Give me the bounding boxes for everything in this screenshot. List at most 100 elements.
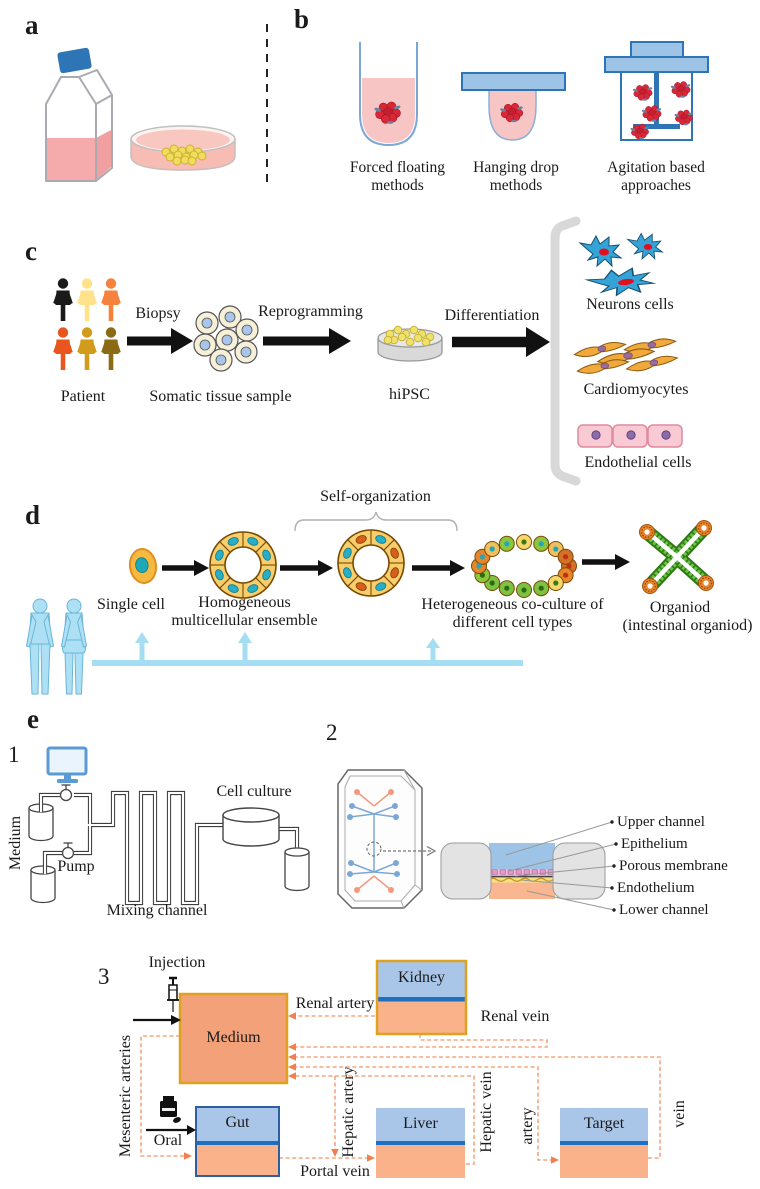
cell-culture-label: Cell culture xyxy=(216,783,292,800)
tissue-sample-icon xyxy=(193,305,259,372)
vein-label: vein xyxy=(670,1100,688,1128)
endothelial-icon xyxy=(577,424,683,448)
medium-box-label: Medium xyxy=(206,1029,261,1046)
single-cell-icon xyxy=(128,548,158,584)
cardiomyocytes-label: Cardiomyocytes xyxy=(583,381,689,398)
hanging-drop-label: Hanging drop methods xyxy=(473,159,559,194)
self-organization-label: Self-organization xyxy=(320,488,431,505)
self-organization-brace xyxy=(294,511,458,532)
microfluidic-tubing xyxy=(38,790,300,906)
renal-vein-label: Renal vein xyxy=(480,1008,550,1025)
monitor-icon xyxy=(46,746,88,783)
hanging-drop-icon xyxy=(461,72,566,141)
porous-membrane-label: Porous membrane xyxy=(619,858,728,874)
flow-dashed-lines xyxy=(140,1015,661,1165)
neurons-label: Neurons cells xyxy=(586,296,674,313)
differentiation-arrow xyxy=(452,327,550,357)
kidney-chip-box xyxy=(375,959,468,1036)
portal-vein-label: Portal vein xyxy=(300,1163,370,1180)
cell-cluster xyxy=(161,144,207,166)
flow-arrowheads xyxy=(184,1012,559,1164)
pump-valves xyxy=(59,784,75,860)
biopsy-arrow xyxy=(127,328,193,354)
biopsy-label: Biopsy xyxy=(135,305,181,322)
zoom-dashed-arrow xyxy=(383,845,437,857)
single-cell-label: Single cell xyxy=(97,596,165,613)
artery-label: artery xyxy=(518,1107,536,1145)
cell-culture-drum xyxy=(222,807,280,847)
endothelial-label: Endothelial cells xyxy=(584,454,692,471)
syringe-icon xyxy=(167,976,179,1012)
pump-label: Pump xyxy=(57,858,95,875)
reprogramming-label: Reprogramming xyxy=(258,303,363,320)
human-silhouettes xyxy=(25,598,88,695)
self-organizing-ring-icon xyxy=(337,529,405,597)
heterogeneous-coculture-icon xyxy=(471,534,577,598)
subpanel-2-number: 2 xyxy=(326,720,338,745)
hepatic-vein-label: Hepatic vein xyxy=(477,1071,495,1153)
medium-reservoir-label: Medium xyxy=(6,815,24,871)
oral-arrow xyxy=(146,1125,196,1135)
epithelium-label: Epithelium xyxy=(621,836,688,852)
panel-letter-c: c xyxy=(25,236,37,266)
d-arrow-3 xyxy=(412,560,465,576)
cell-types-bracket xyxy=(550,216,581,486)
somatic-tissue-label: Somatic tissue sample xyxy=(149,388,292,405)
kidney-box-label: Kidney xyxy=(397,969,446,986)
d-arrow-2 xyxy=(280,560,333,576)
upper-channel-label: Upper channel xyxy=(617,814,705,830)
hipsc-dish-icon xyxy=(377,325,443,362)
hepatic-artery-label: Hepatic artery xyxy=(339,1066,357,1158)
organ-chip-icon xyxy=(337,769,423,909)
liver-chip-box xyxy=(376,1108,465,1178)
panel-letter-b: b xyxy=(294,4,310,34)
homogeneous-ring-icon xyxy=(209,531,277,599)
reprogramming-arrow xyxy=(263,328,351,354)
hipsc-label: hiPSC xyxy=(389,386,430,403)
renal-artery-label: Renal artery xyxy=(295,995,375,1012)
d-arrow-4 xyxy=(582,554,630,570)
target-chip-box xyxy=(560,1108,648,1178)
subpanel-3-number: 3 xyxy=(98,964,110,989)
endothelium-label: Endothelium xyxy=(617,880,695,896)
timeline-bar xyxy=(92,632,523,666)
forced-floating-icon xyxy=(359,42,418,147)
subpanel-1-number: 1 xyxy=(8,742,20,767)
oral-label: Oral xyxy=(153,1132,183,1149)
patient-label: Patient xyxy=(60,388,106,405)
mixing-channel-label: Mixing channel xyxy=(106,902,208,919)
gut-chip-box xyxy=(195,1106,280,1177)
output-reservoir xyxy=(284,847,310,892)
injection-label: Injection xyxy=(148,954,206,971)
culture-flask-icon xyxy=(45,47,113,182)
injection-arrow xyxy=(133,1015,181,1025)
liver-box-label: Liver xyxy=(403,1115,438,1132)
spinner-flask-icon xyxy=(604,41,709,141)
leader-dots xyxy=(610,820,618,912)
medium-chamber-box xyxy=(178,992,289,1085)
patient-icons xyxy=(53,278,121,370)
agitation-label: Agitation based approaches xyxy=(607,159,705,194)
homogeneous-label: Homogeneous multicellular ensemble xyxy=(171,594,318,630)
cross-section-leader-lines xyxy=(505,821,617,911)
cardiomyocytes-icon xyxy=(572,337,679,376)
intestinal-organoid-icon xyxy=(639,520,714,594)
panel-letter-d: d xyxy=(25,500,41,530)
organoid-sub-label: (intestinal organiod) xyxy=(622,617,753,634)
d-arrow-1 xyxy=(162,560,209,576)
organoid-label: Organiod xyxy=(649,599,711,616)
petri-dish-icon xyxy=(130,125,236,171)
gut-box-label: Gut xyxy=(225,1114,250,1131)
differentiation-label: Differentiation xyxy=(444,307,540,324)
panel-letter-a: a xyxy=(25,10,39,40)
target-box-label: Target xyxy=(583,1115,625,1132)
heterogeneous-label: Heterogeneous co-culture of different ce… xyxy=(421,596,604,632)
mesenteric-arteries-label: Mesenteric arteries xyxy=(116,1034,134,1158)
lower-channel-label: Lower channel xyxy=(619,902,709,918)
forced-floating-label: Forced floating methods xyxy=(349,159,446,194)
neurons-icon xyxy=(580,233,662,299)
pill-bottle-icon xyxy=(160,1096,182,1124)
panel-letter-e: e xyxy=(27,704,39,734)
